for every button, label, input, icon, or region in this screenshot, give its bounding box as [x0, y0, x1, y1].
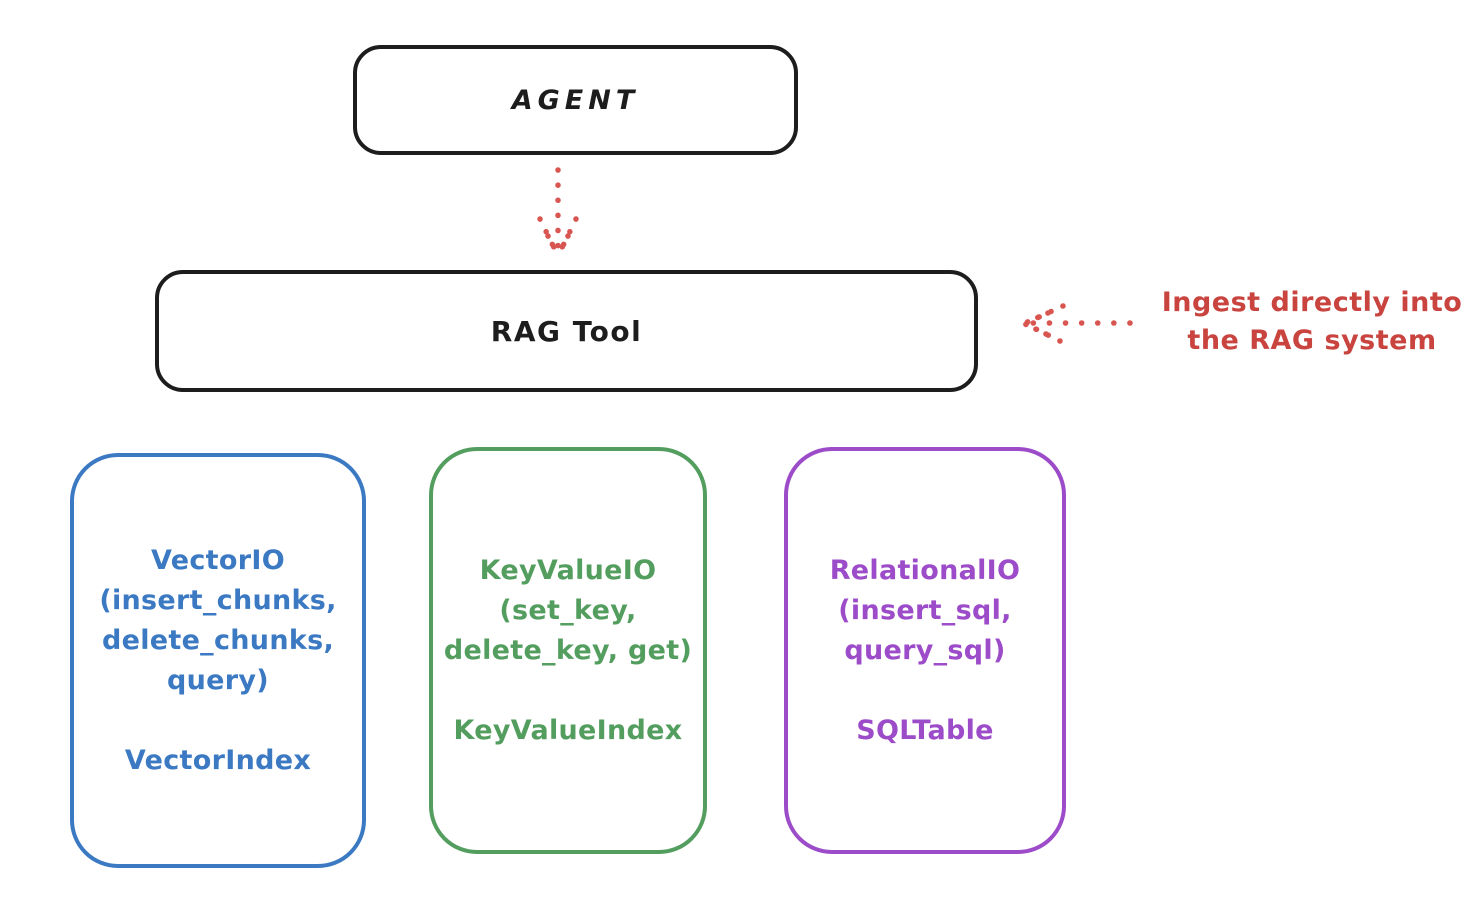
- ingest-annotation: Ingest directly into the RAG system: [1140, 284, 1484, 360]
- vector-io-card-text: VectorIO (insert_chunks, delete_chunks, …: [99, 541, 336, 781]
- rag-tool-box: RAG Tool: [155, 270, 978, 392]
- rag-tool-label: RAG Tool: [490, 314, 643, 348]
- annotation-to-rag-tool-arrow: [1022, 303, 1133, 344]
- agent-to-rag-tool-arrow: [537, 167, 579, 256]
- spacer: [99, 701, 336, 741]
- vector-io-param: (insert_chunks,: [99, 584, 337, 616]
- relational-io-title: RelationalIO: [829, 554, 1021, 586]
- relational-io-param: query_sql): [844, 634, 1006, 666]
- keyvalue-index-label: KeyValueIndex: [453, 714, 683, 746]
- keyvalue-io-title: KeyValueIO: [479, 554, 657, 586]
- keyvalue-io-param: delete_key, get): [443, 634, 693, 666]
- relational-io-card-text: RelationalIO (insert_sql, query_sql) SQL…: [830, 551, 1021, 751]
- agent-label: AGENT: [511, 84, 640, 116]
- ingest-annotation-line1: Ingest directly into: [1161, 287, 1463, 318]
- vector-index-label: VectorIndex: [124, 744, 312, 776]
- keyvalue-io-param: (set_key,: [499, 594, 637, 626]
- vector-io-param: delete_chunks,: [101, 624, 335, 656]
- spacer: [444, 671, 692, 711]
- keyvalue-io-card: KeyValueIO (set_key, delete_key, get) Ke…: [429, 447, 707, 854]
- vector-io-title: VectorIO: [151, 544, 285, 576]
- keyvalue-io-card-text: KeyValueIO (set_key, delete_key, get) Ke…: [444, 551, 692, 751]
- sql-table-label: SQLTable: [856, 714, 994, 746]
- ingest-annotation-line2: the RAG system: [1187, 325, 1437, 356]
- agent-box: AGENT: [353, 45, 798, 155]
- vector-io-card: VectorIO (insert_chunks, delete_chunks, …: [70, 453, 366, 868]
- relational-io-card: RelationalIO (insert_sql, query_sql) SQL…: [784, 447, 1066, 854]
- vector-io-param: query): [167, 664, 269, 696]
- spacer: [830, 671, 1021, 711]
- relational-io-param: (insert_sql,: [838, 594, 1012, 626]
